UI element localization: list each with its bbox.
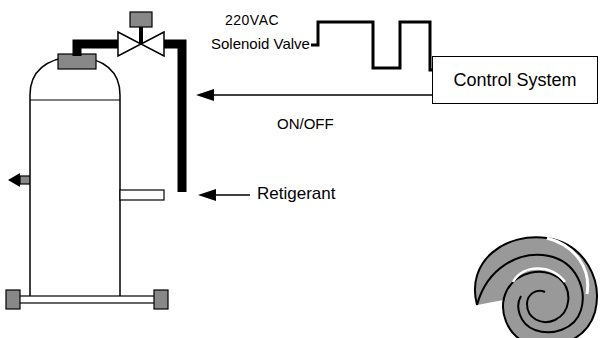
base-plate [14, 296, 160, 303]
diagram-label: 220VAC [224, 12, 280, 28]
scroll-icon [475, 237, 597, 338]
diagram-label: Solenoid Valve [210, 35, 311, 52]
arrowhead [196, 89, 214, 101]
discharge-arrow [8, 173, 20, 187]
pulse-signal [302, 22, 433, 70]
injection-pipe [164, 44, 182, 192]
shell-seam [30, 99, 120, 100]
diagram-label: Retigerant [256, 184, 336, 204]
control-box: Control System [432, 56, 598, 104]
solenoid-coil [130, 12, 152, 27]
control-arrow [210, 94, 432, 96]
suction-fitting [120, 190, 164, 200]
compressor-shell [30, 56, 120, 297]
valve-stem [139, 26, 143, 44]
diagram-label: ON/OFF [276, 115, 335, 132]
box-label: Control System [453, 70, 576, 91]
arrowhead [198, 189, 216, 201]
foot [154, 290, 168, 309]
injection-pipe [77, 44, 118, 56]
foot [6, 290, 20, 309]
refrigerant-arrow [214, 194, 250, 196]
injection-port [58, 54, 96, 69]
